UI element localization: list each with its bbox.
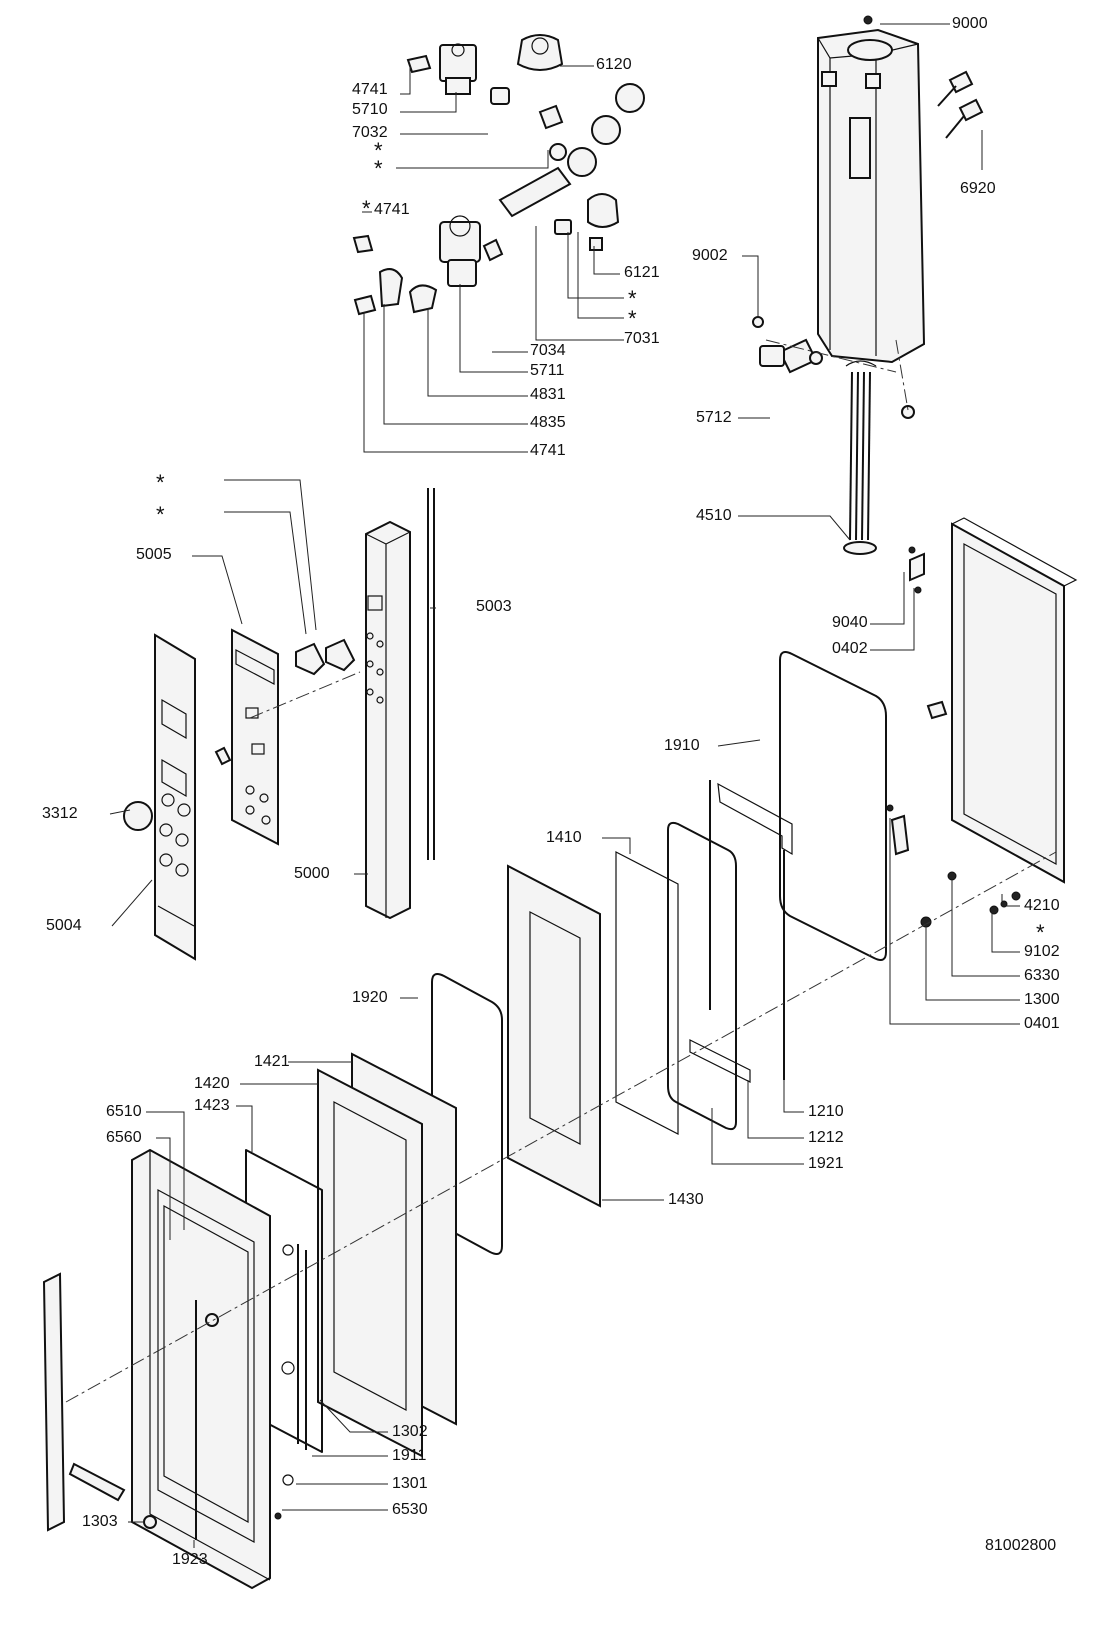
asterisk-callout: *: [374, 156, 383, 181]
callout-5004: 5004: [46, 917, 82, 934]
callout-7031: 7031: [624, 330, 660, 347]
callout-7032: 7032: [352, 124, 388, 141]
steam-generator: [817, 15, 984, 364]
callout-5005: 5005: [136, 546, 172, 563]
callout-5711: 5711: [530, 362, 565, 379]
callout-1910: 1910: [664, 737, 700, 754]
callout-4210: 4210: [1024, 897, 1060, 914]
callout-4510: 4510: [696, 507, 732, 524]
callout-9040: 9040: [832, 614, 868, 631]
callout-1423: 1423: [194, 1097, 230, 1114]
callout-6530: 6530: [392, 1501, 428, 1518]
callout-6330: 6330: [1024, 967, 1060, 984]
callout-4741: 4741: [352, 81, 388, 98]
control-panel-parts: [123, 488, 435, 961]
asterisk-callout: *: [628, 306, 637, 331]
document-number: 81002800: [985, 1537, 1057, 1554]
callout-1301: 1301: [392, 1475, 428, 1492]
callout-4741-b: 4741: [374, 201, 410, 218]
callout-6510: 6510: [106, 1103, 142, 1120]
callout-4741-c: 4741: [530, 442, 566, 459]
callout-7034: 7034: [530, 342, 566, 359]
callout-1210: 1210: [808, 1103, 844, 1120]
center-lines: [65, 339, 1057, 1403]
callout-1923: 1923: [172, 1551, 208, 1568]
callout-6121: 6121: [624, 264, 660, 281]
callout-5712: 5712: [696, 409, 732, 426]
callout-0402: 0402: [832, 640, 868, 657]
callout-9002: 9002: [692, 247, 728, 264]
callout-1921: 1921: [808, 1155, 844, 1172]
callout-4831: 4831: [530, 386, 566, 403]
callout-5000: 5000: [294, 865, 330, 882]
callout-5710: 5710: [352, 101, 388, 118]
door-assembly: [245, 651, 887, 1458]
asterisk-callout: *: [1036, 920, 1045, 945]
asterisk-callout: *: [628, 286, 637, 311]
callout-1303: 1303: [82, 1513, 118, 1530]
callout-1300: 1300: [1024, 991, 1060, 1008]
callout-3312: 3312: [42, 805, 78, 822]
callout-1911: 1911: [392, 1447, 427, 1464]
callout-5003: 5003: [476, 598, 512, 615]
callout-1421: 1421: [254, 1053, 290, 1070]
callout-1410: 1410: [546, 829, 582, 846]
door-frame: [886, 517, 1078, 928]
asterisk-callout: *: [156, 502, 165, 527]
callout-4835: 4835: [530, 414, 566, 431]
callout-0401: 0401: [1024, 1015, 1060, 1032]
asterisk-callout: *: [362, 196, 371, 221]
callout-6560: 6560: [106, 1129, 142, 1146]
asterisk-callout: *: [156, 470, 165, 495]
leader-lines: [109, 23, 1020, 1548]
outer-door: [42, 1148, 295, 1590]
callout-1920: 1920: [352, 989, 388, 1006]
callout-6920: 6920: [960, 180, 996, 197]
callout-1420: 1420: [194, 1075, 230, 1092]
callout-1430: 1430: [668, 1191, 704, 1208]
heating-element: [752, 316, 925, 594]
callout-1212: 1212: [808, 1129, 844, 1146]
callout-9000: 9000: [952, 15, 988, 32]
water-valve-assembly: [352, 34, 645, 316]
callout-9102: 9102: [1024, 943, 1060, 960]
callout-1302: 1302: [392, 1423, 428, 1440]
callout-6120: 6120: [596, 56, 632, 73]
asterisk-callout: *: [374, 138, 383, 163]
